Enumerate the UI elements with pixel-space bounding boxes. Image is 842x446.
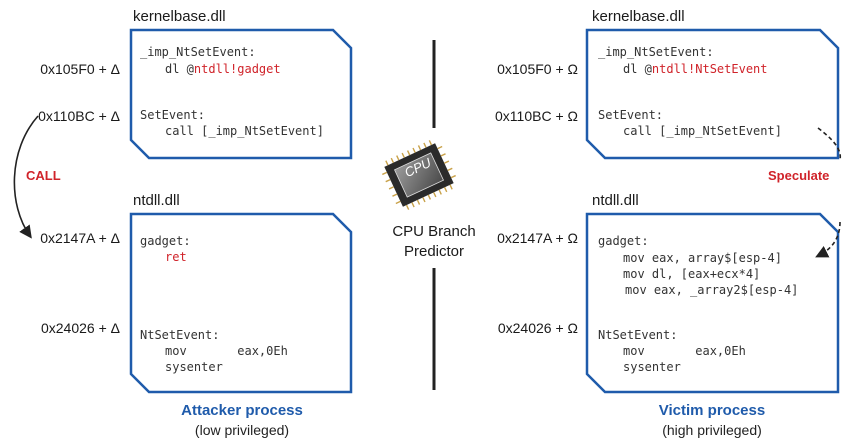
left-ntdll-line4: mov eax,0Eh — [165, 344, 288, 358]
left-ntdll-line2: ret — [165, 250, 187, 264]
left-kernelbase-line2-target: ntdll!gadget — [193, 62, 281, 76]
left-kernelbase-line4: call [_imp_NtSetEvent] — [165, 124, 324, 138]
right-kernelbase-line2-target: ntdll!NtSetEvent — [651, 62, 768, 76]
right-kernelbase-title: kernelbase.dll — [592, 8, 685, 25]
right-ntdll-line6: mov eax,0Eh — [623, 344, 746, 358]
right-kernelbase-line1: _imp_NtSetEvent: — [598, 45, 714, 59]
right-ntdll-line5: NtSetEvent: — [598, 328, 678, 342]
left-ntdll-line1: gadget: — [140, 234, 191, 248]
right-ntdll-line3: mov dl, [eax+ecx*4] — [623, 267, 761, 281]
left-caption-title: Attacker process — [181, 402, 303, 419]
right-ntdll-title: ntdll.dll — [592, 192, 639, 209]
speculate-label: Speculate — [768, 168, 830, 183]
cpu-predictor-label-line1: CPU Branch — [392, 223, 476, 240]
right-kernelbase-line2-prefix: dl @ — [623, 62, 652, 76]
right-kernelbase-line2: dl @ntdll!NtSetEvent — [623, 62, 768, 77]
left-kernelbase-addr2: 0x110BC + Δ — [38, 108, 120, 124]
right-caption-title: Victim process — [658, 402, 766, 419]
left-kernelbase-title: kernelbase.dll — [133, 8, 226, 25]
right-ntdll-addr2: 0x24026 + Ω — [497, 320, 578, 336]
left-kernelbase-line1: _imp_NtSetEvent: — [140, 45, 256, 59]
right-ntdll-addr1: 0x2147A + Ω — [497, 230, 578, 246]
right-caption-subtitle: (high privileged) — [662, 422, 762, 438]
left-ntdll-addr1: 0x2147A + Δ — [40, 230, 120, 246]
left-ntdll-box — [129, 212, 353, 394]
speculate-arrow-lower — [815, 221, 841, 258]
right-kernelbase-line4: call [_imp_NtSetEvent] — [623, 124, 782, 138]
right-kernelbase-box — [585, 28, 840, 160]
right-ntdll-line4: mov eax, _array2$[esp-4] — [625, 283, 799, 297]
left-caption-subtitle: (low privileged) — [194, 422, 290, 438]
left-ntdll-addr2: 0x24026 + Δ — [40, 320, 120, 336]
right-ntdll-box — [585, 212, 840, 394]
left-ntdll-line3: NtSetEvent: — [140, 328, 220, 342]
right-ntdll-line1: gadget: — [598, 234, 649, 248]
call-arrow — [13, 115, 39, 239]
cpu-predictor-label-line2: Predictor — [403, 243, 465, 260]
right-kernelbase-line3: SetEvent: — [598, 108, 664, 122]
right-ntdll-line7: sysenter — [623, 360, 681, 374]
left-kernelbase-addr1: 0x105F0 + Δ — [40, 61, 120, 77]
left-kernelbase-box — [129, 28, 353, 160]
speculate-arrow — [817, 127, 842, 161]
call-label: CALL — [26, 168, 61, 183]
left-kernelbase-line2-prefix: dl @ — [165, 62, 194, 76]
left-kernelbase-line3: SetEvent: — [140, 108, 206, 122]
left-kernelbase-line2: dl @ntdll!gadget — [165, 62, 281, 77]
left-ntdll-line5: sysenter — [165, 360, 223, 374]
right-ntdll-line2: mov eax, array$[esp-4] — [623, 251, 782, 265]
left-ntdll-title: ntdll.dll — [133, 192, 180, 209]
right-kernelbase-addr2: 0x110BC + Ω — [495, 108, 578, 124]
right-kernelbase-addr1: 0x105F0 + Ω — [497, 61, 578, 77]
cpu-chip-icon — [382, 140, 456, 210]
